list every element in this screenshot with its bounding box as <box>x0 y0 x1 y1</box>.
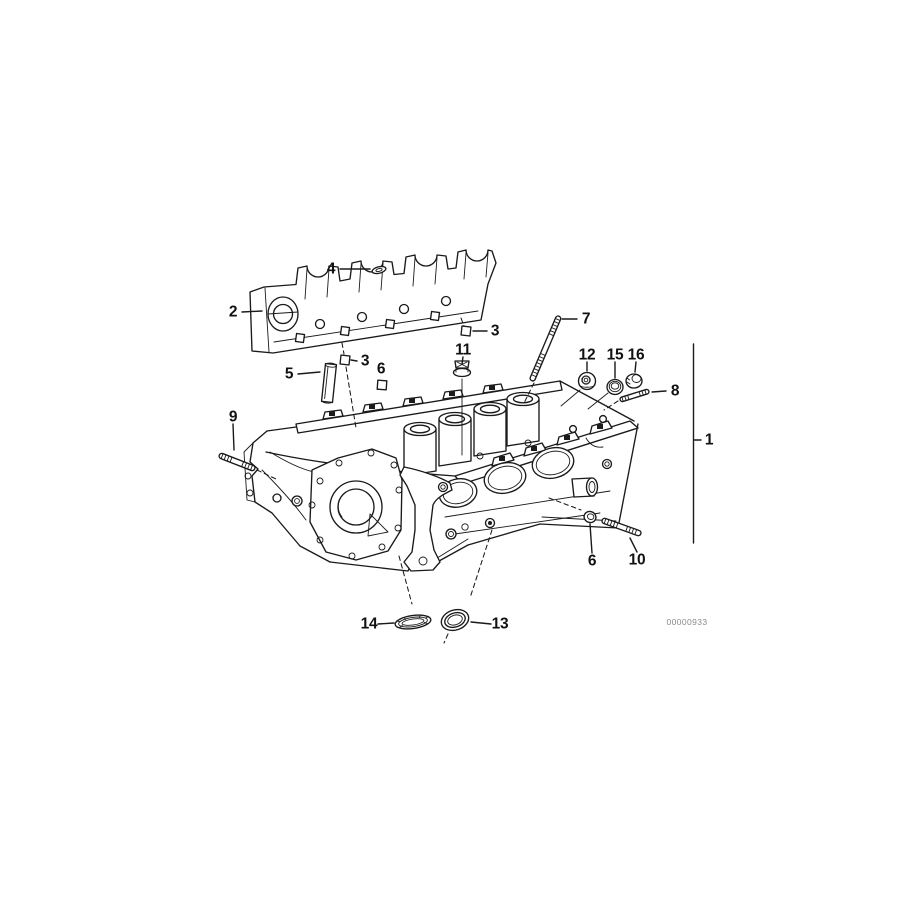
callout-7[interactable]: 7 <box>581 310 591 328</box>
callout-1[interactable]: 1 <box>704 431 714 449</box>
camshaft-carrier <box>249 249 497 354</box>
part-16-screw-plug <box>625 373 643 389</box>
part-8-stud <box>619 388 650 403</box>
part-13-seal-ring <box>440 608 470 632</box>
part-15-seal-ring <box>606 378 624 396</box>
callout-11[interactable]: 11 <box>455 341 471 359</box>
valve-guide-towers <box>403 391 540 477</box>
part-7-long-stud <box>529 315 562 382</box>
callout-4[interactable]: 4 <box>326 260 336 278</box>
callout-15[interactable]: 15 <box>606 346 624 364</box>
callout-16[interactable]: 16 <box>627 346 645 364</box>
alignment-lines <box>256 317 619 644</box>
callout-3b[interactable]: 3 <box>360 352 370 370</box>
part-3-dowel-right <box>460 325 472 337</box>
front-flange <box>308 448 403 561</box>
part-9-stud <box>218 452 256 472</box>
callout-6a[interactable]: 6 <box>376 360 386 378</box>
watermark: 00000933 <box>666 617 708 627</box>
part-6-dowel-bottom <box>583 510 597 524</box>
part-5-guide-tube <box>320 362 338 404</box>
callout-3a[interactable]: 3 <box>490 322 500 340</box>
callout-14[interactable]: 14 <box>360 615 378 633</box>
part-4-washer <box>371 265 387 275</box>
callout-12[interactable]: 12 <box>578 346 596 364</box>
part-10-stud <box>601 517 642 537</box>
callout-9[interactable]: 9 <box>228 408 238 426</box>
callout-2[interactable]: 2 <box>228 303 238 321</box>
part-3-dowel-left <box>339 354 351 366</box>
part-14-gasket <box>394 614 432 630</box>
callout-8[interactable]: 8 <box>670 382 680 400</box>
cylinder-head-block <box>243 380 639 572</box>
support-arm <box>399 466 457 572</box>
combustion-ports <box>438 446 575 508</box>
part-6-dowel-top <box>376 379 388 391</box>
callout-13[interactable]: 13 <box>491 615 509 633</box>
callout-6b[interactable]: 6 <box>587 552 597 570</box>
callout-10[interactable]: 10 <box>628 551 646 569</box>
part-12-cap-nut <box>577 371 597 391</box>
callout-5[interactable]: 5 <box>284 365 294 383</box>
